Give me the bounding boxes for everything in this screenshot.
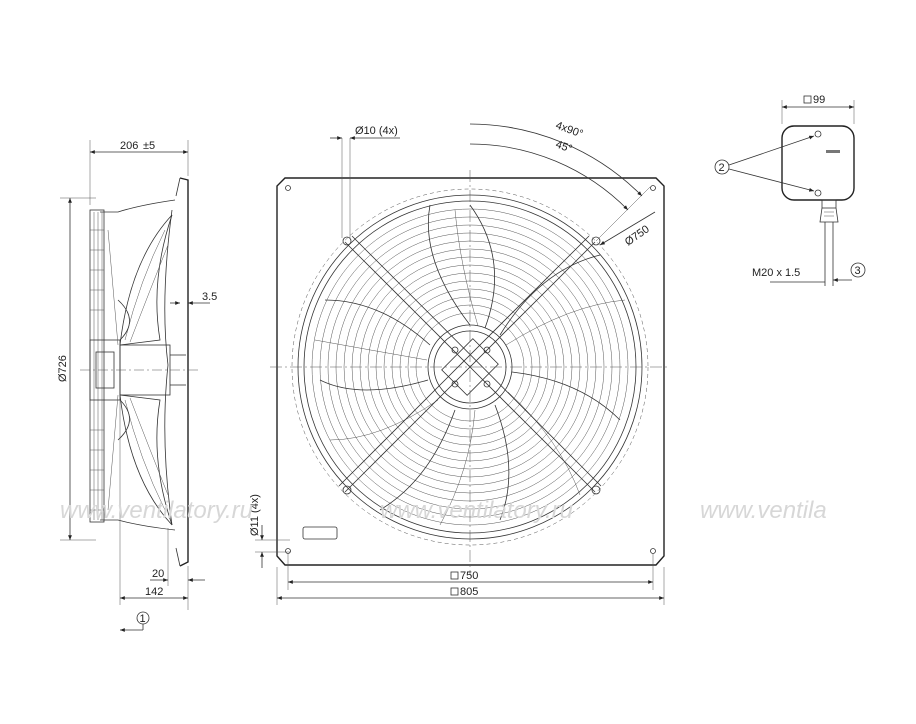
angle-offset-label: 45°	[554, 139, 574, 156]
bolt-circle-label: Ø750	[623, 223, 652, 248]
motor-depth-label: 142	[145, 586, 163, 598]
corner-hole	[285, 548, 291, 554]
angle-arc-outer	[469, 123, 643, 197]
box-logo	[826, 150, 840, 153]
depth-label: 206	[120, 140, 138, 152]
box-callout-label: 2	[719, 162, 725, 174]
angle-arc-inner	[469, 143, 629, 211]
corner-hole	[285, 185, 291, 191]
watermark: www.ventilatory.ru www.ventilatory.ru ww…	[60, 497, 827, 524]
front-view: Ø10 (4x) 4x90° 45° Ø750 Ø11 (4x) 750 805	[249, 120, 670, 605]
box-callout-circle	[714, 159, 730, 175]
cable-callout-circle	[850, 262, 866, 278]
angle-pattern-label: 4x90°	[554, 120, 585, 141]
cable-gland-label: M20 x 1.5	[752, 267, 800, 279]
hole-diameter-label: Ø10 (4x)	[355, 125, 398, 137]
hole-spacing-label: 750	[460, 570, 478, 582]
wall-thickness-label: 3.5	[202, 291, 217, 303]
plate-width-label: 805	[460, 586, 478, 598]
corner-hole	[650, 185, 656, 191]
rating-plate	[302, 526, 338, 540]
side-blades	[107, 214, 173, 526]
mounting-plate	[276, 177, 665, 566]
watermark-text: www.ventilatory.ru	[60, 497, 253, 524]
watermark-text: www.ventila	[700, 497, 827, 524]
box-screw	[814, 130, 822, 138]
side-view: 206 ±5 3.5 Ø726 20 142 1	[57, 140, 217, 632]
flange-offset-label: 20	[152, 568, 164, 580]
watermark-text: www.ventilatory.ru	[380, 497, 573, 524]
terminal-box	[781, 125, 855, 201]
mount-holes-label: Ø11 (4x)	[249, 494, 261, 536]
depth-tolerance-label: ±5	[143, 140, 155, 152]
motor-fins	[89, 209, 105, 523]
corner-hole	[650, 548, 656, 554]
box-screw	[814, 189, 822, 197]
motor-hub	[441, 338, 499, 396]
impeller-blades	[314, 204, 626, 526]
box-width-label: 99	[813, 94, 825, 106]
cable-callout-label: 3	[855, 265, 861, 277]
terminal-box-view: 99 2 M20 x 1.5 3	[714, 94, 866, 286]
bolt-circle	[291, 188, 649, 546]
height-diameter-label: Ø726	[57, 355, 69, 382]
airflow-callout-label: 1	[140, 613, 146, 625]
